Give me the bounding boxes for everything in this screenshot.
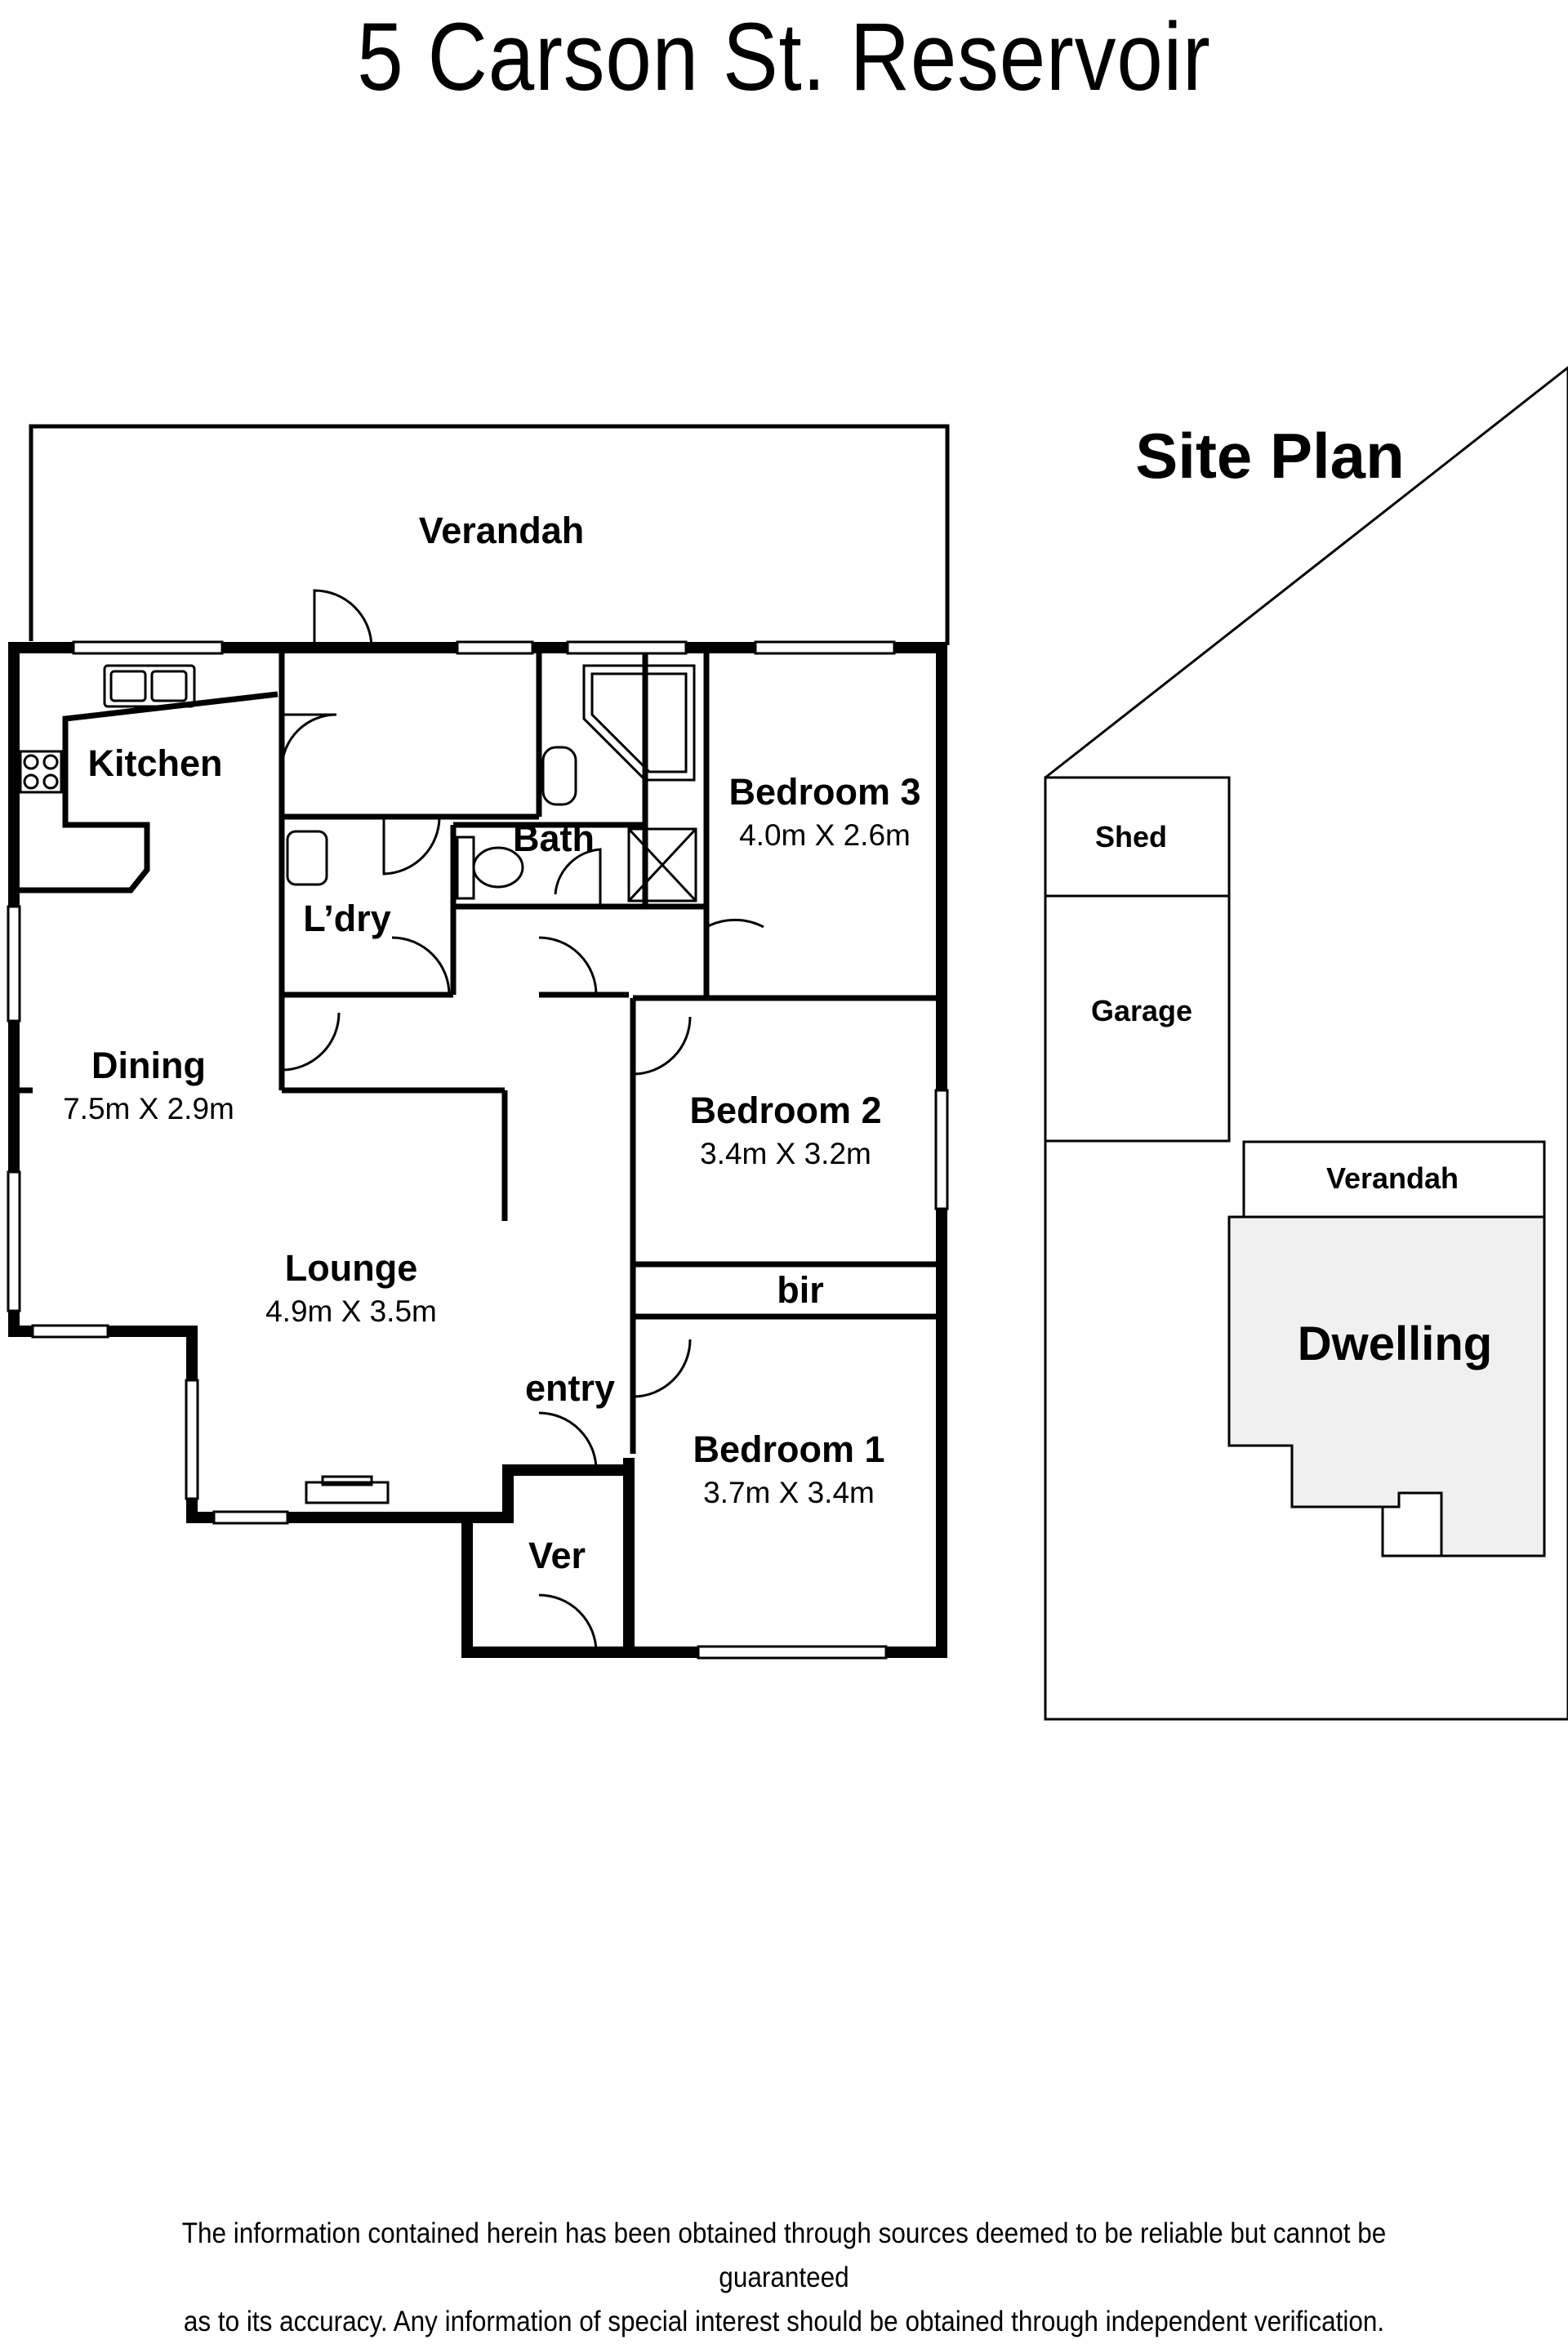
cooktop-icon [19,750,63,794]
label-laundry: L’dry [303,898,391,939]
site-plan-heading: Site Plan [1135,420,1404,492]
site-label-verandah: Verandah [1326,1161,1459,1195]
disclaimer-line2: as to its accuracy. Any information of s… [183,2306,1385,2337]
doors [280,589,764,1654]
label-dining: Dining [91,1045,206,1086]
dims-dining: 7.5m X 2.9m [63,1092,234,1125]
label-ver: Ver [528,1535,586,1576]
label-verandah: Verandah [419,510,585,551]
shower-icon [627,827,697,902]
disclaimer: The information contained herein has bee… [122,2212,1446,2344]
site-label-garage: Garage [1091,994,1192,1027]
site-label-dwelling: Dwelling [1298,1317,1492,1370]
fireplace-icon [305,1481,390,1504]
label-bedroom1: Bedroom 1 [693,1428,884,1470]
fixtures [19,664,697,1504]
plan-title: 5 Carson St. Reservoir [357,3,1211,111]
dims-bedroom1: 3.7m X 3.4m [703,1476,875,1509]
label-bir: bir [777,1269,824,1311]
site-dwelling [1227,1215,1546,1557]
laundry-tub-icon [286,830,328,886]
site-label-shed: Shed [1095,820,1167,853]
site-boundary [1044,366,1568,1721]
basin-icon [541,746,577,806]
label-bath: Bath [513,818,595,859]
label-bedroom2: Bedroom 2 [689,1090,881,1131]
site-plan: Site Plan Shed Garage Verandah Dwelling [1044,366,1568,1721]
toilet-icon [456,836,524,900]
verandah-outline [29,424,950,645]
label-kitchen: Kitchen [87,742,222,784]
label-bedroom3: Bedroom 3 [728,771,920,813]
floor-plan-diagram: Verandah Kitchen Bath Bedroom 3 4.0m X 2… [7,366,1568,1721]
room-labels: Verandah Kitchen Bath Bedroom 3 4.0m X 2… [63,510,920,1576]
site-garage [1044,894,1231,1143]
disclaimer-line1: The information contained herein has bee… [181,2217,1387,2293]
bathtub-icon [582,664,696,782]
dims-bedroom2: 3.4m X 3.2m [700,1137,871,1170]
label-entry: entry [525,1367,615,1409]
dims-bedroom3: 4.0m X 2.6m [739,818,911,852]
label-lounge: Lounge [285,1247,417,1289]
windows [7,640,949,1660]
dims-lounge: 4.9m X 3.5m [265,1295,437,1328]
sink-icon [103,664,196,708]
